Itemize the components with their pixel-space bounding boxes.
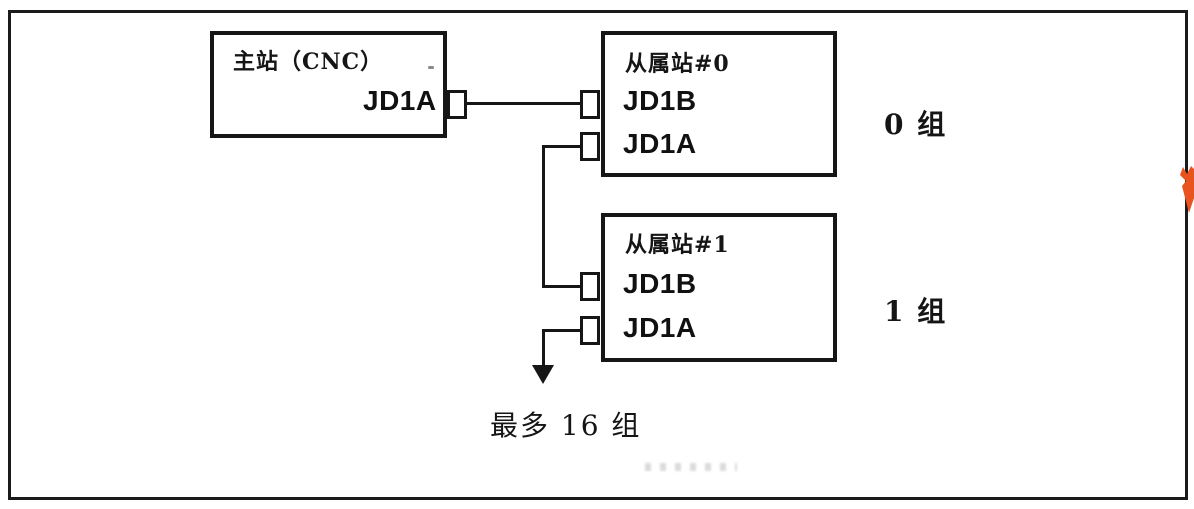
slave0-port-jd1a-label: JD1A — [623, 128, 697, 159]
slave-station-1-box — [601, 213, 837, 362]
master-port-jd1a-connector — [447, 90, 467, 119]
continuation-arrow-icon — [532, 365, 554, 384]
orange-pointer-icon — [1180, 166, 1194, 213]
wire-slave1-jd1a-stub — [543, 329, 581, 332]
diagram-border — [8, 10, 1188, 500]
group-1-label: 1 组 — [884, 295, 948, 328]
wire-master-to-slave0 — [465, 102, 583, 105]
slave0-port-jd1b-label: JD1B — [623, 85, 697, 116]
slave-station-0-title: 从属站#0 — [625, 51, 730, 77]
group-0-label: 0 组 — [884, 108, 948, 141]
master-station-title: 主站（CNC） — [233, 49, 384, 75]
wire-slave1-jd1b-stub — [543, 285, 581, 288]
scan-smudge-artifact — [645, 463, 737, 471]
slave1-port-jd1a-label: JD1A — [623, 312, 697, 343]
slave1-port-jd1a-connector — [580, 316, 600, 345]
wire-slave0-jd1a-stub — [543, 145, 581, 148]
slave-station-0-box — [601, 31, 837, 177]
slave1-port-jd1b-label: JD1B — [623, 268, 697, 299]
slave0-port-jd1a-connector — [580, 132, 600, 161]
wire-trunk-slave0-to-slave1 — [542, 145, 545, 288]
max-groups-note: 最多 16 组 — [490, 409, 642, 442]
slave1-port-jd1b-connector — [580, 272, 600, 301]
master-station-box — [210, 31, 447, 138]
slave0-port-jd1b-connector — [580, 90, 600, 119]
wire-trunk-to-more-groups — [542, 329, 545, 367]
slave-station-1-title: 从属站#1 — [625, 232, 730, 258]
scan-dot-artifact — [428, 66, 434, 69]
master-port-jd1a-label: JD1A — [363, 85, 437, 116]
